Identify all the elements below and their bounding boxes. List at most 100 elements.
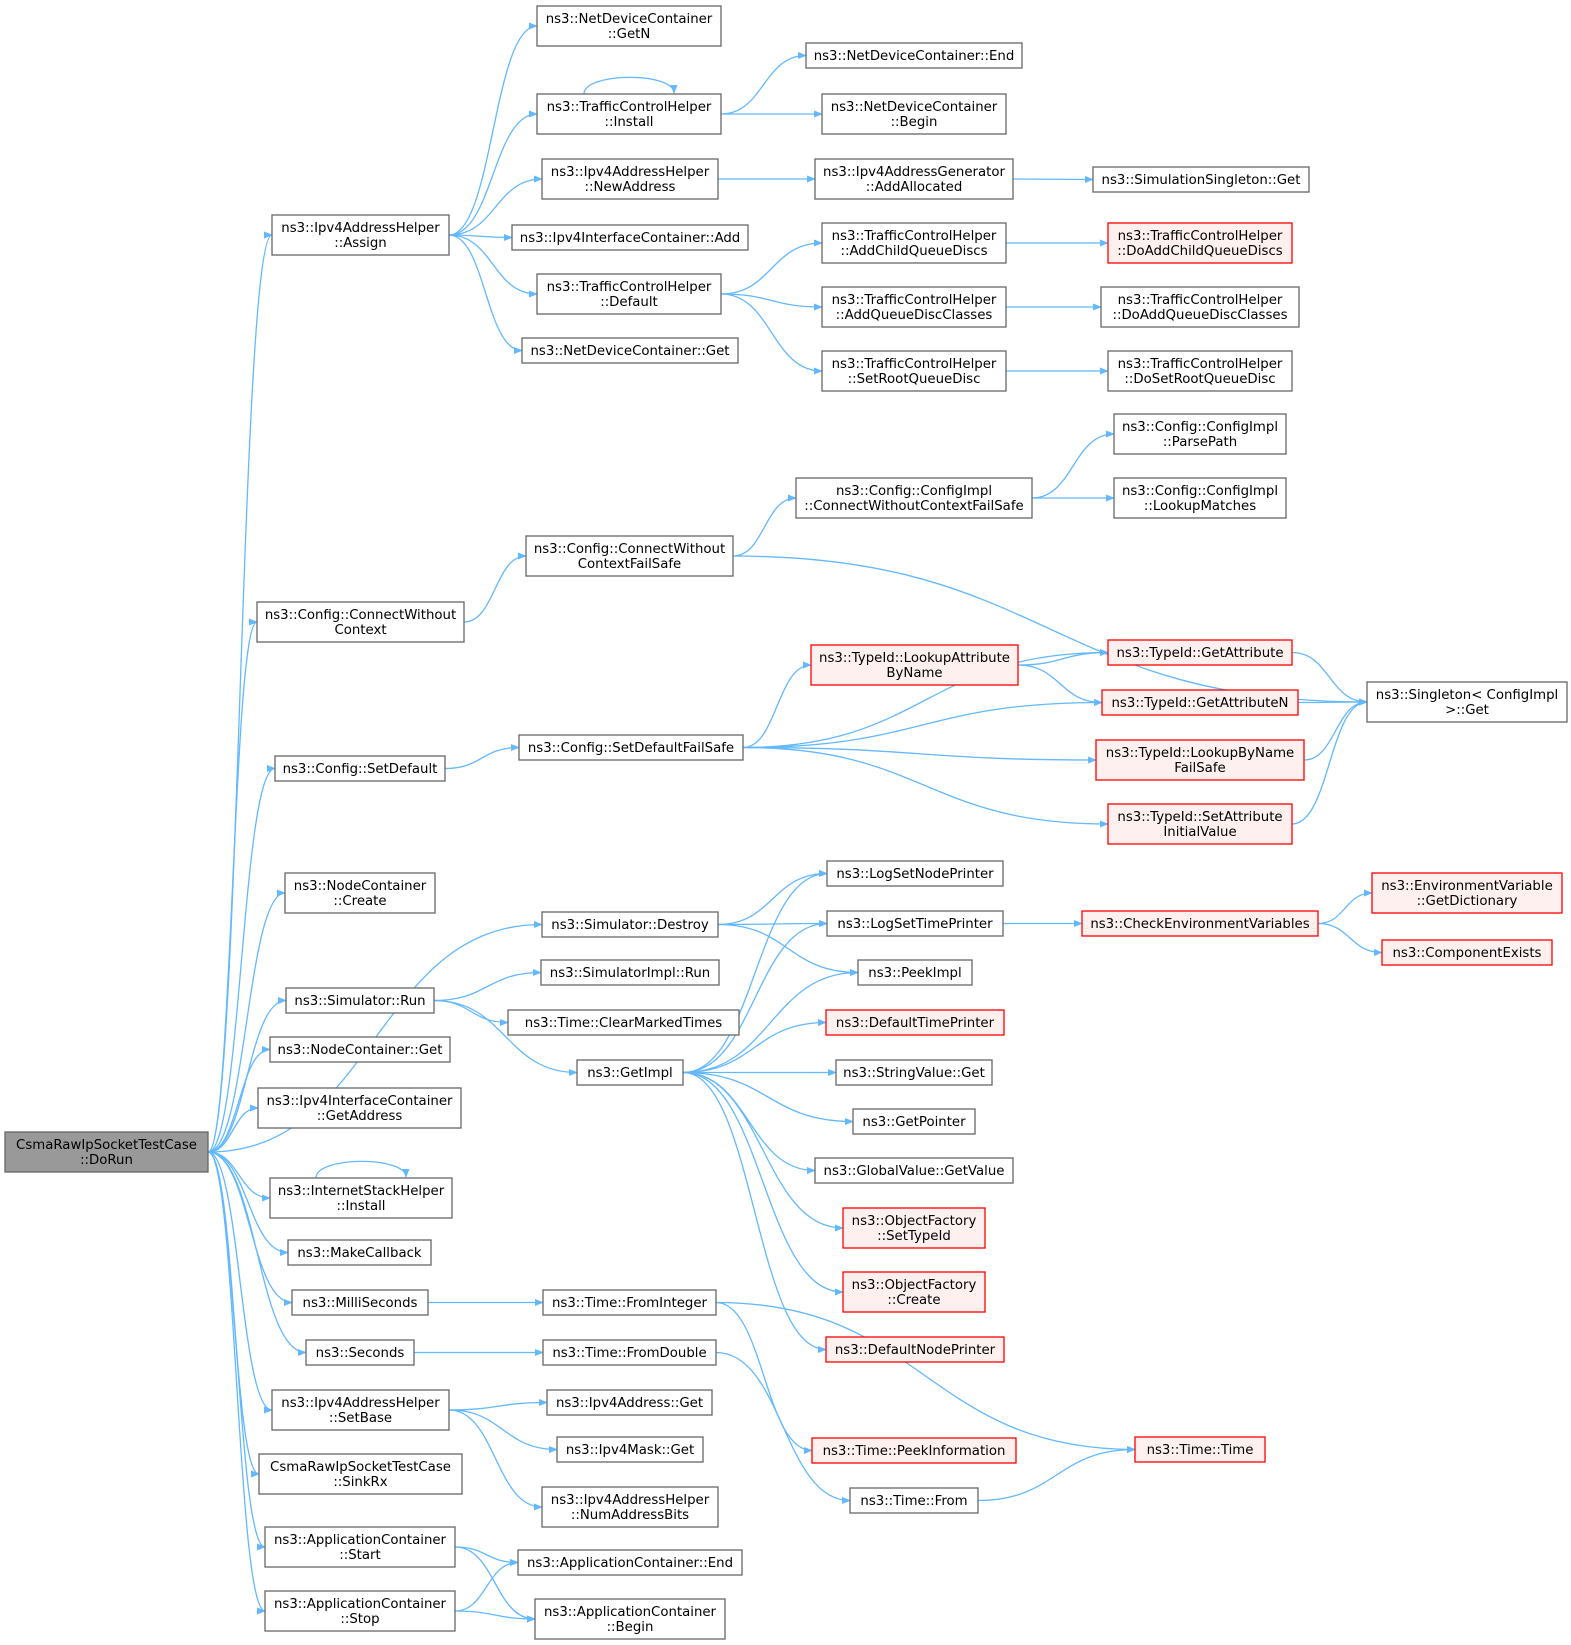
node-frominteger[interactable]: ns3::Time::FromInteger	[542, 1289, 717, 1316]
node-dosetroot[interactable]: ns3::TrafficControlHelper::DoSetRootQueu…	[1107, 350, 1293, 392]
node-ndc-begin[interactable]: ns3::NetDeviceContainer::Begin	[821, 93, 1007, 135]
node-label: ns3::CheckEnvironmentVariables	[1090, 917, 1309, 932]
node-lookupmatches[interactable]: ns3::Config::ConfigImpl::LookupMatches	[1113, 477, 1287, 519]
node-iic-getaddr[interactable]: ns3::Ipv4InterfaceContainer::GetAddress	[257, 1087, 462, 1129]
node-timetime[interactable]: ns3::Time::Time	[1134, 1436, 1266, 1463]
node-ac-begin[interactable]: ns3::ApplicationContainer::Begin	[534, 1598, 726, 1640]
node-ac-end[interactable]: ns3::ApplicationContainer::End	[517, 1549, 743, 1576]
node-newaddr[interactable]: ns3::Ipv4AddressHelper::NewAddress	[541, 158, 719, 200]
node-box	[1095, 739, 1305, 781]
node-ac-stop[interactable]: ns3::ApplicationContainer::Stop	[264, 1590, 456, 1632]
node-label: ns3::Ipv4AddressHelper	[281, 221, 440, 236]
node-makecallback[interactable]: ns3::MakeCallback	[287, 1239, 432, 1266]
node-label: InitialValue	[1163, 825, 1236, 840]
node-millis[interactable]: ns3::MilliSeconds	[291, 1289, 429, 1316]
edge	[682, 1018, 827, 1074]
node-peekimpl[interactable]: ns3::PeekImpl	[857, 959, 973, 986]
node-setroot[interactable]: ns3::TrafficControlHelper::SetRootQueueD…	[821, 350, 1007, 392]
node-ish-install[interactable]: ns3::InternetStackHelper::Install	[269, 1177, 453, 1219]
node-getattr[interactable]: ns3::TypeId::GetAttribute	[1107, 639, 1293, 666]
node-sinkrx[interactable]: CsmaRawIpSocketTestCase::SinkRx	[258, 1453, 463, 1495]
edge-cwcfs-to-cwcfs-impl	[732, 494, 797, 557]
node-setbase[interactable]: ns3::Ipv4AddressHelper::SetBase	[271, 1389, 450, 1431]
node-sim-run[interactable]: ns3::Simulator::Run	[285, 987, 435, 1014]
node-of-create[interactable]: ns3::ObjectFactory::Create	[842, 1271, 986, 1313]
node-label: ns3::PeekImpl	[868, 966, 961, 981]
node-checkenv[interactable]: ns3::CheckEnvironmentVariables	[1081, 910, 1319, 937]
edge-destroy-to-logtime	[717, 919, 828, 928]
node-box	[287, 1239, 432, 1266]
node-cwcfs[interactable]: ns3::Config::ConnectWithoutContextFailSa…	[525, 535, 734, 577]
node-box	[257, 1087, 462, 1129]
node-addchild[interactable]: ns3::TrafficControlHelper::AddChildQueue…	[821, 222, 1007, 264]
node-label: ns3::Config::ConnectWithout	[265, 608, 456, 623]
node-deftimeprinter[interactable]: ns3::DefaultTimePrinter	[825, 1009, 1005, 1036]
edge	[448, 234, 538, 298]
node-iic-add[interactable]: ns3::Ipv4InterfaceContainer::Add	[511, 224, 749, 251]
node-ipv4mask-get[interactable]: ns3::Ipv4Mask::Get	[556, 1436, 704, 1463]
node-destroy[interactable]: ns3::Simulator::Destroy	[541, 911, 719, 938]
node-doaddchild[interactable]: ns3::TrafficControlHelper::DoAddChildQue…	[1107, 222, 1293, 264]
node-label: ::GetN	[608, 27, 651, 42]
node-setdefault[interactable]: ns3::Config::SetDefault	[274, 755, 446, 782]
node-box	[271, 1389, 450, 1431]
node-getpointer[interactable]: ns3::GetPointer	[852, 1108, 976, 1135]
node-tch-install[interactable]: ns3::TrafficControlHelper::Install	[536, 93, 722, 135]
node-of-settypeid[interactable]: ns3::ObjectFactory::SetTypeId	[842, 1207, 986, 1249]
node-tch-default[interactable]: ns3::TrafficControlHelper::Default	[536, 273, 722, 315]
node-box	[821, 93, 1007, 135]
node-lognode[interactable]: ns3::LogSetNodePrinter	[826, 860, 1004, 887]
node-doaddclasses[interactable]: ns3::TrafficControlHelper::DoAddQueueDis…	[1100, 286, 1300, 328]
node-box	[284, 872, 436, 914]
node-label: ns3::TrafficControlHelper	[832, 357, 997, 372]
node-root[interactable]: CsmaRawIpSocketTestCase::DoRun	[4, 1131, 209, 1173]
node-cwc[interactable]: ns3::Config::ConnectWithoutContext	[256, 601, 465, 643]
node-box	[1134, 1436, 1266, 1463]
node-addclasses[interactable]: ns3::TrafficControlHelper::AddQueueDiscC…	[821, 286, 1007, 328]
node-timefrom[interactable]: ns3::Time::From	[849, 1487, 979, 1514]
node-compexists[interactable]: ns3::ComponentExists	[1381, 939, 1553, 966]
edge	[454, 1546, 519, 1567]
node-defnodeprinter[interactable]: ns3::DefaultNodePrinter	[825, 1336, 1005, 1363]
node-nc-create[interactable]: ns3::NodeContainer::Create	[284, 872, 436, 914]
node-globalvalue[interactable]: ns3::GlobalValue::GetValue	[814, 1157, 1014, 1184]
node-simimpl-run[interactable]: ns3::SimulatorImpl::Run	[540, 959, 720, 986]
node-ac-start[interactable]: ns3::ApplicationContainer::Start	[264, 1526, 456, 1568]
node-assign[interactable]: ns3::Ipv4AddressHelper::Assign	[271, 214, 450, 256]
node-getimpl[interactable]: ns3::GetImpl	[576, 1059, 684, 1086]
node-ndc-getn[interactable]: ns3::NetDeviceContainer::GetN	[536, 5, 722, 47]
edge-tch-default-to-addclasses	[720, 293, 823, 311]
node-box	[1101, 689, 1299, 716]
edge-setdefaultfs-to-getattrn	[742, 698, 1103, 749]
node-stringvalue[interactable]: ns3::StringValue::Get	[835, 1059, 993, 1086]
edge-assign-to-ndc-getn	[448, 22, 538, 236]
node-getattrn[interactable]: ns3::TypeId::GetAttributeN	[1101, 689, 1299, 716]
node-fromdouble[interactable]: ns3::Time::FromDouble	[542, 1339, 717, 1366]
node-envdict[interactable]: ns3::EnvironmentVariable::GetDictionary	[1371, 872, 1563, 914]
edge-getimpl-to-of-create	[682, 1071, 844, 1296]
node-nc-get[interactable]: ns3::NodeContainer::Get	[269, 1036, 451, 1063]
node-numaddrbits[interactable]: ns3::Ipv4AddressHelper::NumAddressBits	[541, 1486, 719, 1528]
node-label: ns3::ObjectFactory	[852, 1214, 977, 1229]
node-setdefaultfs[interactable]: ns3::Config::SetDefaultFailSafe	[518, 734, 744, 761]
node-parsepath[interactable]: ns3::Config::ConfigImpl::ParsePath	[1113, 413, 1287, 455]
node-cwcfs-impl[interactable]: ns3::Config::ConfigImpl::ConnectWithoutC…	[795, 477, 1033, 519]
node-ndc-end[interactable]: ns3::NetDeviceContainer::End	[805, 42, 1023, 69]
node-peekinfo[interactable]: ns3::Time::PeekInformation	[811, 1437, 1017, 1464]
edge	[682, 1071, 827, 1354]
node-label: ::Create	[333, 894, 386, 909]
edge-timefrom-to-timetime	[977, 1445, 1136, 1502]
node-ndc-get[interactable]: ns3::NetDeviceContainer::Get	[521, 337, 739, 364]
node-addalloc[interactable]: ns3::Ipv4AddressGenerator::AddAllocated	[814, 158, 1014, 200]
node-seconds[interactable]: ns3::Seconds	[305, 1339, 415, 1366]
node-clearmarked[interactable]: ns3::Time::ClearMarkedTimes	[507, 1009, 740, 1036]
node-simsingleton[interactable]: ns3::SimulationSingleton::Get	[1092, 166, 1310, 193]
node-ipv4addr-get[interactable]: ns3::Ipv4Address::Get	[546, 1389, 713, 1416]
node-logtime[interactable]: ns3::LogSetTimePrinter	[826, 910, 1004, 937]
node-box	[541, 1486, 719, 1528]
edge	[682, 919, 828, 1074]
node-singleton[interactable]: ns3::Singleton< ConfigImpl>::Get	[1366, 681, 1568, 723]
